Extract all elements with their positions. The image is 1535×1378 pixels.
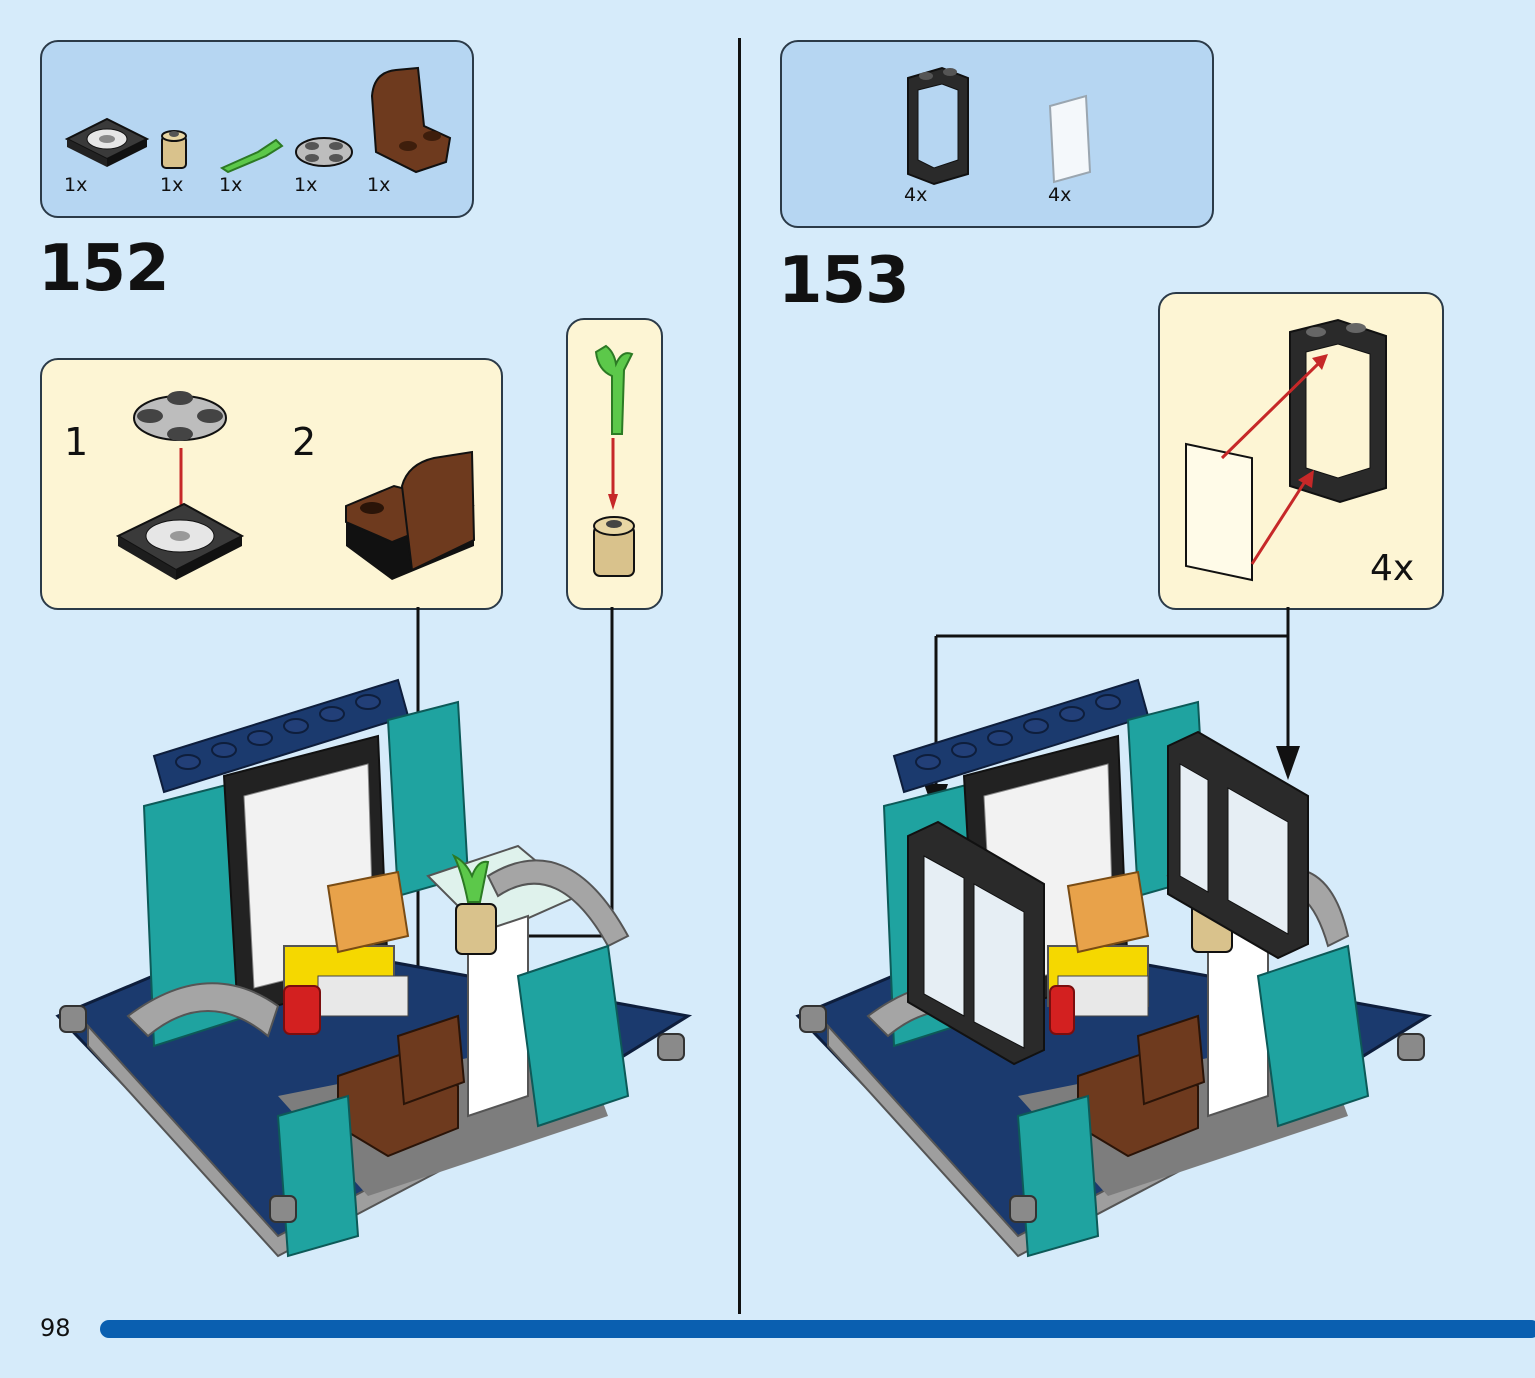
callout-multiplier: 4x: [1370, 548, 1415, 589]
round-brick-tan-icon: [593, 516, 635, 577]
part-qty: 1x: [64, 174, 88, 196]
substep-label: 2: [292, 420, 317, 464]
window-glass-icon: [1048, 94, 1092, 184]
round-brick-tan-icon: [161, 130, 187, 169]
round-plate-icon: [133, 391, 227, 441]
model-assembly-153: [795, 678, 1433, 1258]
round-plate-gray-icon: [295, 137, 353, 167]
chair-brown-icon: [370, 66, 452, 174]
progress-bar: [100, 1320, 1535, 1338]
assembly-arrow: [608, 438, 618, 510]
parts-list-152: 1x 1x 1x 1x 1x: [40, 40, 474, 218]
page-divider: [738, 38, 741, 1314]
turntable-tile-icon: [115, 502, 245, 580]
plant-callout-152: [566, 318, 663, 610]
part-qty: 1x: [219, 174, 243, 196]
assembly-arrows: [1220, 354, 1328, 565]
substep-label: 1: [64, 420, 89, 464]
part-qty: 4x: [904, 184, 928, 206]
window-frame-black-icon: [1289, 318, 1387, 504]
page-number: 98: [40, 1314, 71, 1342]
plant-stem-icon: [219, 138, 284, 174]
window-frame-black-icon: [907, 66, 969, 186]
subassembly-callout-152: 1 2: [40, 358, 503, 610]
part-qty: 4x: [1048, 184, 1072, 206]
subassembly-callout-153: 4x: [1158, 292, 1444, 610]
window-glass-icon: [1185, 442, 1253, 582]
part-qty: 1x: [367, 174, 391, 196]
tile-turntable-icon: [64, 117, 150, 167]
parts-list-153: 4x 4x: [780, 40, 1214, 228]
step-number-152: 152: [38, 232, 170, 306]
plant-stem-icon: [594, 344, 634, 435]
model-assembly-152: [55, 678, 693, 1258]
step-number-153: 153: [778, 244, 910, 318]
chair-brown-icon: [345, 450, 476, 580]
part-qty: 1x: [160, 174, 184, 196]
part-qty: 1x: [294, 174, 318, 196]
